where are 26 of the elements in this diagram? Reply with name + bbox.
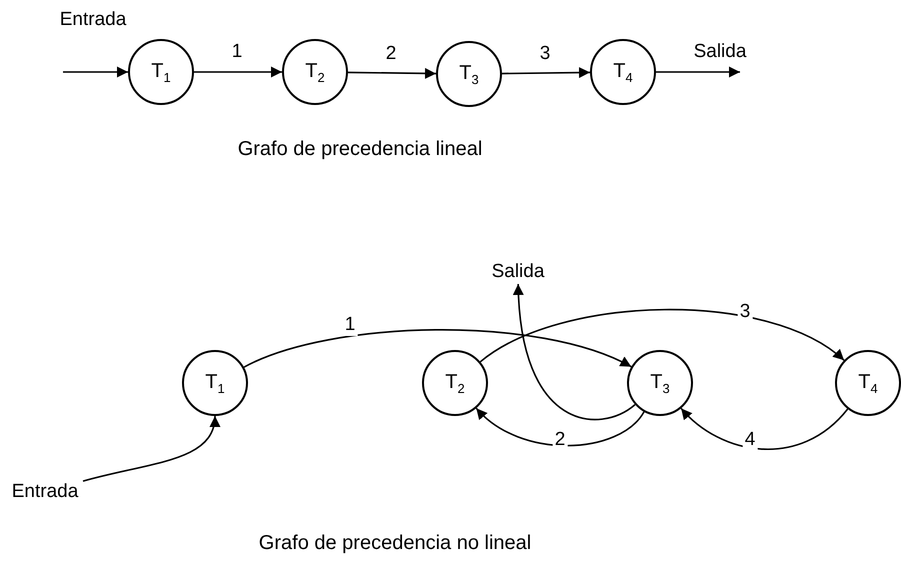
edge-label: 4 [742, 429, 758, 451]
terminal-text: Entrada [7, 480, 83, 504]
arrow [656, 66, 740, 78]
task-circle [627, 350, 693, 416]
task-circle [835, 350, 901, 416]
arrow [244, 329, 632, 368]
arrow [480, 308, 845, 362]
task-label: T$_{3}$ [459, 62, 479, 86]
caption: Grafo de precedencia lineal [238, 138, 482, 161]
task-label: T$_{3}$ [650, 370, 670, 396]
arrow [348, 68, 436, 79]
caption: Grafo de precedencia no lineal [258, 532, 532, 555]
task-label: T$_{1}$ [151, 60, 171, 84]
task-label: T$_{2}$ [445, 370, 465, 396]
task-label: T$_{1}$ [205, 370, 225, 396]
arrow [502, 67, 590, 78]
arrow [476, 408, 645, 446]
arrow [194, 66, 282, 78]
arrow [82, 416, 220, 482]
task-label: T$_{4}$ [858, 370, 878, 396]
arrow [680, 408, 848, 450]
arrow [63, 66, 128, 78]
terminal-text: Salida [486, 260, 550, 284]
task-label: T$_{4}$ [613, 60, 633, 84]
arrow [513, 284, 636, 420]
task-label: T$_{2}$ [305, 60, 325, 84]
